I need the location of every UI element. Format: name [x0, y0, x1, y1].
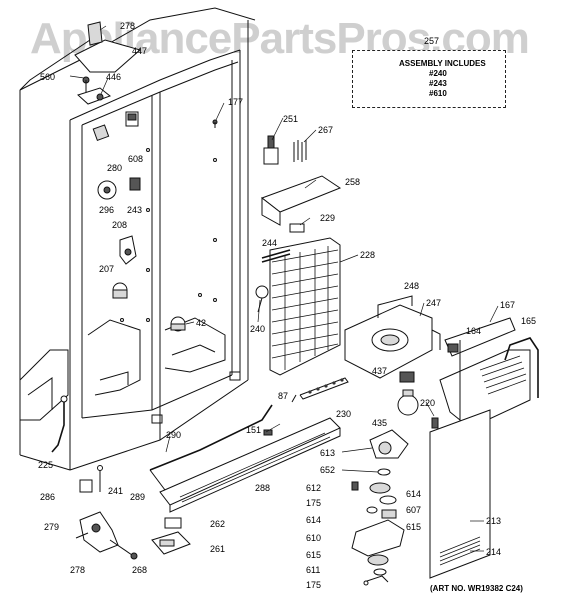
- callout-label: 258: [345, 177, 361, 187]
- callout-label: 167: [500, 300, 516, 310]
- callout-label: 87: [278, 391, 289, 401]
- callout-label: 289: [130, 492, 146, 502]
- callout-label: 613: [320, 448, 336, 458]
- back-panel-drawing: [429, 409, 491, 579]
- callout-label: 288: [255, 483, 271, 493]
- callout-label: 151: [246, 425, 262, 435]
- callout-label: 207: [99, 264, 115, 274]
- callout-label: 290: [166, 430, 182, 440]
- fan-housing-drawing: [344, 295, 441, 416]
- drain-trough-drawing: [149, 404, 341, 513]
- assembly-item: #243: [429, 79, 447, 88]
- evap-cover-drawing: [260, 175, 342, 233]
- callout-label: 614: [306, 515, 322, 525]
- callout-label: 257: [424, 36, 440, 46]
- callout-label: 615: [406, 522, 422, 532]
- leader-lines: [69, 25, 499, 552]
- callout-label: 611: [306, 565, 321, 575]
- callout-label: 652: [320, 465, 336, 475]
- callout-label: 268: [132, 565, 148, 575]
- callout-label: 240: [250, 324, 266, 334]
- callout-label: 213: [486, 516, 502, 526]
- callout-label: 165: [521, 316, 537, 326]
- assembly-item: #240: [429, 69, 447, 78]
- callout-label: 437: [372, 366, 388, 376]
- evaporator-drawing: [255, 237, 341, 376]
- assembly-includes-box: ASSEMBLY INCLUDES #240 #243 #610: [352, 50, 506, 108]
- damper-stack-drawing: [351, 429, 409, 586]
- callout-label: 241: [108, 486, 124, 496]
- callout-label: 280: [107, 163, 123, 173]
- callout-label: 42: [196, 318, 207, 328]
- callout-label: 214: [486, 547, 502, 557]
- callout-label: 251: [283, 114, 299, 124]
- callout-label: 608: [128, 154, 144, 164]
- callout-label: 278: [70, 565, 86, 575]
- art-number: (ART NO. WR19382 C24): [430, 584, 523, 593]
- callout-label: 614: [406, 489, 422, 499]
- callout-label: 279: [44, 522, 60, 532]
- timer-drawing: [263, 135, 307, 165]
- callout-label: 296: [99, 205, 115, 215]
- callout-label: 220: [420, 398, 436, 408]
- callout-label: 560: [40, 72, 56, 82]
- callout-label: 615: [306, 550, 322, 560]
- callout-label: 435: [372, 418, 388, 428]
- top-hinge-drawing: [74, 21, 142, 105]
- callout-label: 208: [112, 220, 128, 230]
- callout-label: 607: [406, 505, 422, 515]
- callout-label: 230: [336, 409, 352, 419]
- bottom-hinge-drawing: [75, 465, 138, 560]
- callout-label: 175: [306, 580, 322, 590]
- control-housing-drawing: [439, 317, 539, 430]
- callout-label: 262: [210, 519, 226, 529]
- callout-label: 612: [306, 483, 322, 493]
- callout-label: 164: [466, 326, 482, 336]
- callout-label: 175: [306, 498, 322, 508]
- defrost-heater-drawing: [291, 377, 349, 403]
- callout-label: 229: [320, 213, 336, 223]
- bracket-drawing: [151, 517, 191, 555]
- callout-label: 228: [360, 250, 376, 260]
- callout-label: 177: [228, 97, 244, 107]
- callout-label: 267: [318, 125, 334, 135]
- water-line-drawing: [51, 395, 68, 453]
- callout-label: 261: [210, 544, 226, 554]
- callout-label: 610: [306, 533, 322, 543]
- callout-label: 446: [106, 72, 122, 82]
- assembly-item: #610: [429, 89, 447, 98]
- callout-label: 244: [262, 238, 278, 248]
- callout-label: 248: [404, 281, 420, 291]
- callout-label: 247: [426, 298, 442, 308]
- callout-label: 225: [38, 460, 54, 470]
- callout-label: 243: [127, 205, 143, 215]
- left-components-drawing: [92, 111, 218, 332]
- callout-label: 286: [40, 492, 56, 502]
- callout-label: 447: [132, 46, 148, 56]
- cabinet-drawing: [19, 7, 256, 471]
- assembly-includes-title: ASSEMBLY INCLUDES: [399, 59, 486, 68]
- callout-label: 278: [120, 21, 136, 31]
